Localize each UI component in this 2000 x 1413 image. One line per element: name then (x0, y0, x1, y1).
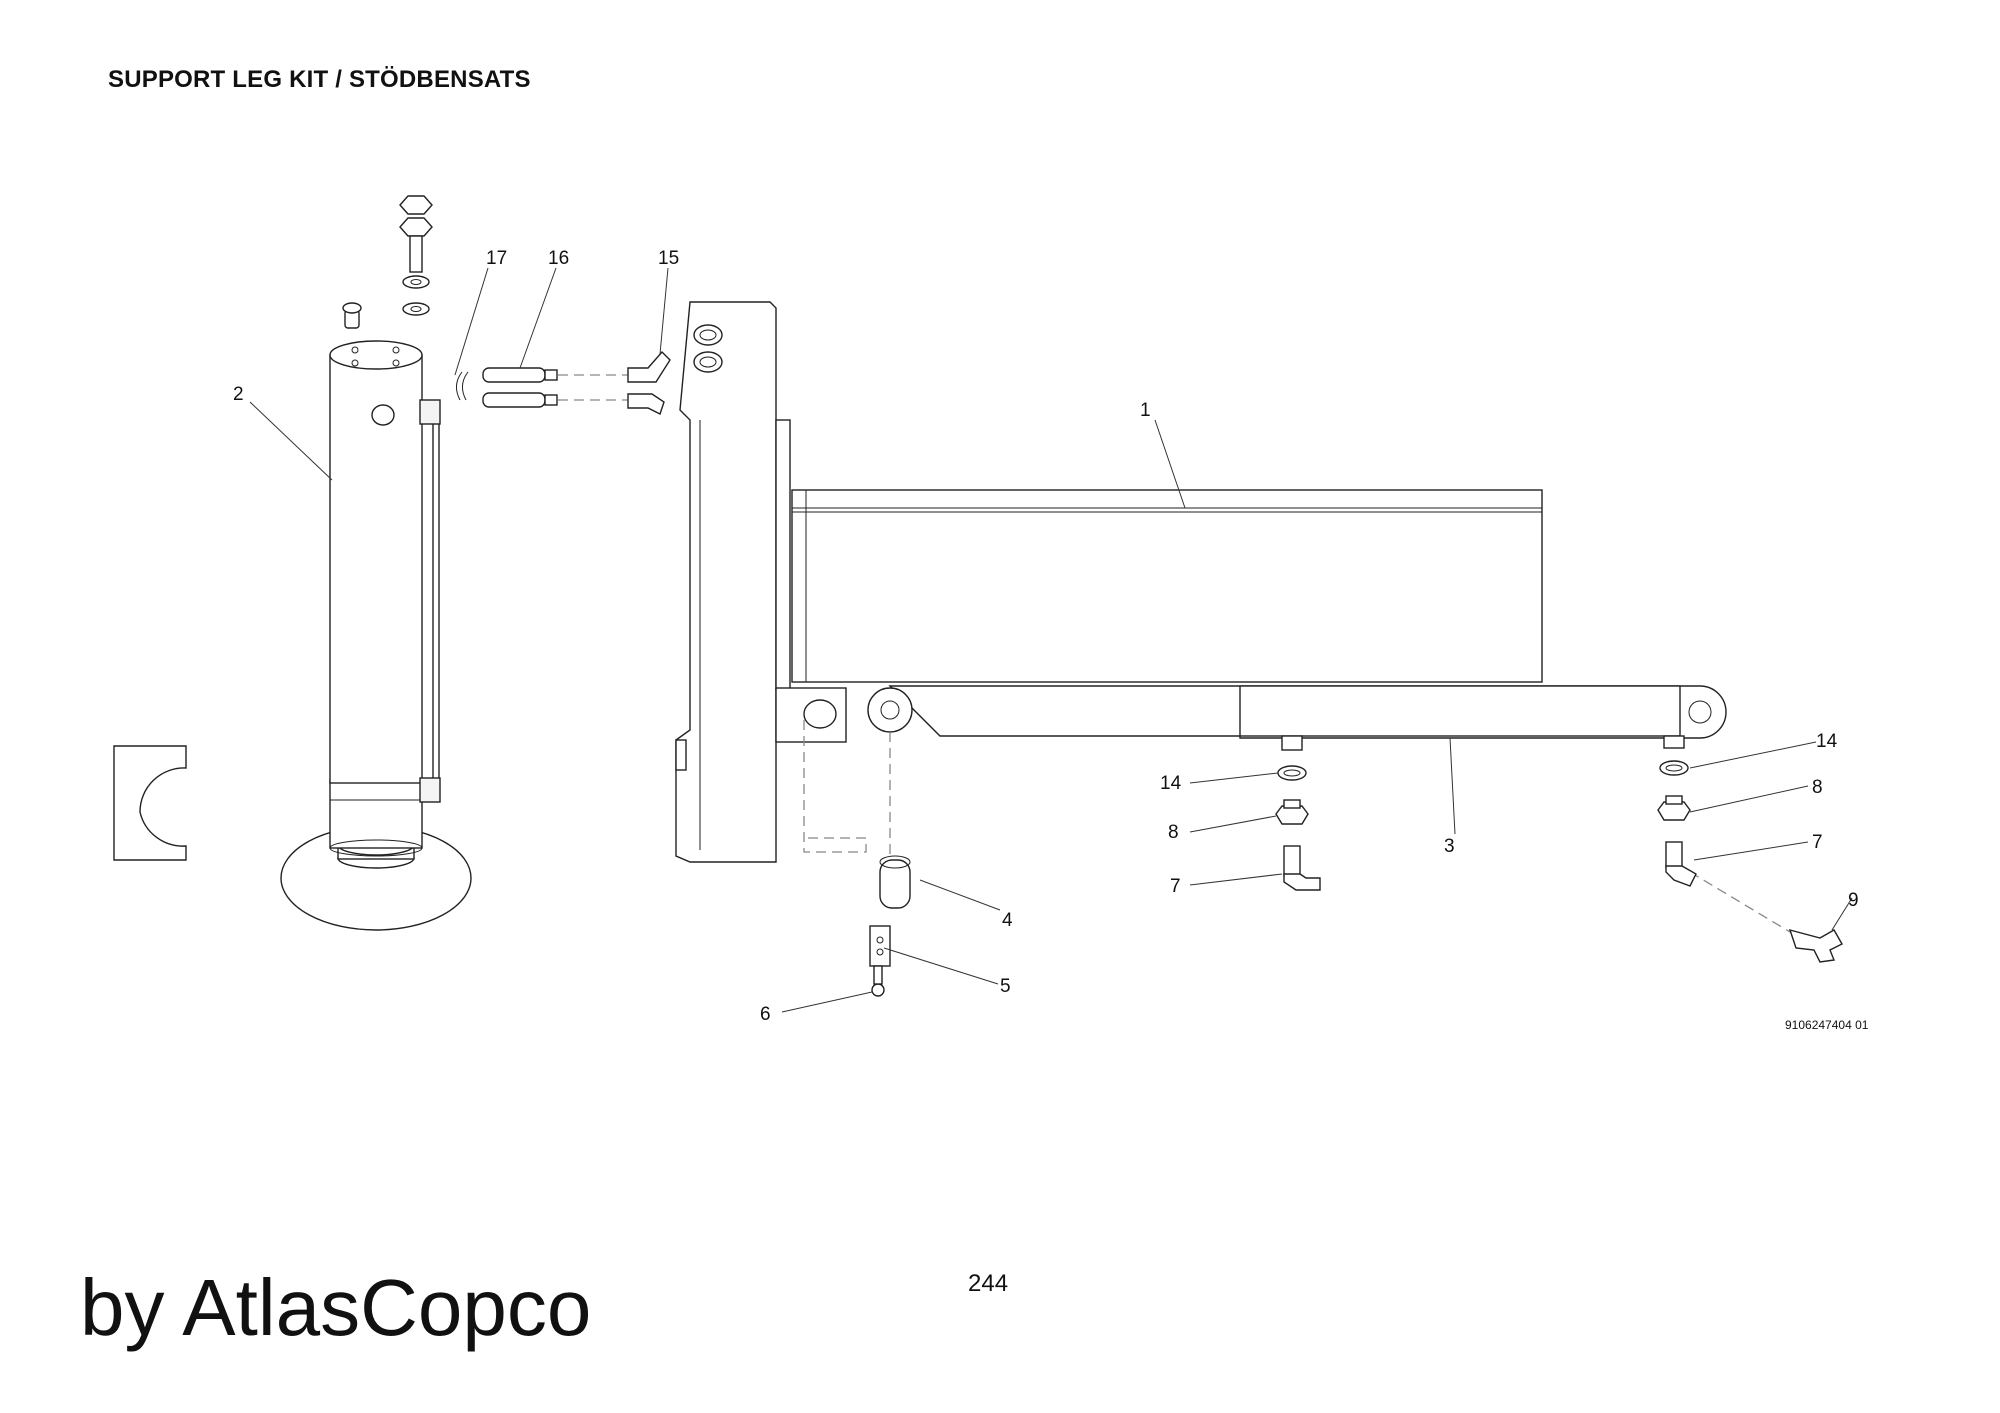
callout-14-right: 14 (1816, 731, 1838, 752)
page-number: 244 (968, 1270, 1009, 1297)
left-fitting-stack (1275, 765, 1321, 891)
callout-14-left: 14 (1160, 773, 1182, 794)
callout-1: 1 (1140, 400, 1151, 421)
brand-footer: by AtlasCopco (80, 1263, 592, 1352)
callout-9: 9 (1848, 890, 1859, 911)
callout-7-left: 7 (1170, 876, 1181, 897)
hydraulic-cylinder (867, 685, 1727, 751)
callout-8-left: 8 (1168, 822, 1179, 843)
page-title: SUPPORT LEG KIT / STÖDBENSATS (108, 66, 531, 93)
callout-5: 5 (1000, 976, 1011, 997)
callout-4: 4 (1002, 910, 1013, 931)
callout-17: 17 (486, 248, 507, 269)
callout-2: 2 (233, 384, 244, 405)
drawing-code: 9106247404 01 (1785, 1018, 1869, 1032)
callout-7-right: 7 (1812, 832, 1823, 853)
callout-6: 6 (760, 1004, 771, 1025)
pin-and-grease-nipple (869, 855, 911, 997)
hose-fittings (456, 350, 671, 415)
callout-labels: 1 2 3 4 5 6 7 7 8 8 9 14 14 15 16 17 (233, 248, 1859, 1025)
callout-16: 16 (548, 248, 569, 269)
callout-3: 3 (1444, 836, 1455, 857)
arm-beam (791, 489, 1543, 683)
half-clamp-bracket (113, 745, 187, 861)
leader-lines (249, 267, 1853, 1013)
support-leg-cylinder (280, 195, 472, 931)
callout-15: 15 (658, 248, 679, 269)
right-fitting-stack (1657, 760, 1843, 963)
callout-8-right: 8 (1812, 777, 1823, 798)
mounting-plate (675, 301, 847, 863)
